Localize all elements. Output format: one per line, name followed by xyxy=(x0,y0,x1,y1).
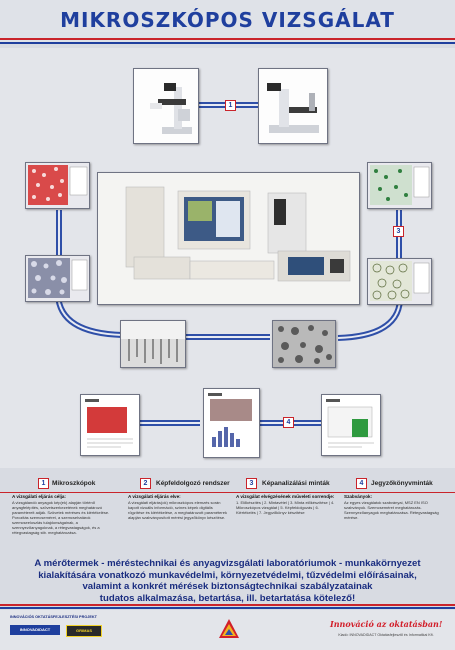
microscope-photo-2 xyxy=(258,68,328,144)
report-sample-1 xyxy=(80,394,140,456)
legend-label-3: Képanalizálási minták xyxy=(262,480,330,487)
info-divider xyxy=(0,492,455,493)
info-standards: Szabványok: Az egyes vizsgálatok szabván… xyxy=(344,494,439,520)
report-sample-2 xyxy=(203,388,260,458)
publisher-address: Kiadó: INNOVADIDACT Oktatásfejlesztő és … xyxy=(338,633,434,637)
project-label: INNOVÁCIÓS OKTATÁSFEJLESZTÉSI PROJEKT xyxy=(10,615,97,619)
step-badge-4: 4 xyxy=(283,417,294,428)
microscope-photo-1 xyxy=(133,68,199,144)
connector-bottom-left xyxy=(55,295,123,338)
legend-label-1: Mikroszkópok xyxy=(52,480,96,487)
image-processing-system-photo xyxy=(97,172,360,305)
safety-message: A mérőtermek - méréstechnikai és anyagvi… xyxy=(34,558,421,604)
info-principle: A vizsgálati eljárás elve: A vizsgálati … xyxy=(128,494,227,520)
title-bar xyxy=(0,0,455,42)
top-stripe-red xyxy=(0,38,455,40)
analysis-screen-green xyxy=(367,162,432,209)
sample-micrograph-1 xyxy=(120,320,186,368)
step-badge-1: 1 xyxy=(225,100,236,111)
legend-badge-4: 4 xyxy=(356,478,367,489)
grimas-logo: GRIMAS xyxy=(66,625,102,637)
step-badge-3: 3 xyxy=(393,226,404,237)
analysis-screen-grain xyxy=(25,255,90,302)
legend-label-2: Képfeldolgozó rendszer xyxy=(156,480,230,487)
legend-badge-1: 1 xyxy=(38,478,49,489)
legend-badge-2: 2 xyxy=(140,478,151,489)
bottom-stripe-red xyxy=(0,604,455,606)
triangle-logo-icon xyxy=(219,619,239,638)
slogan: Innováció az oktatásban! xyxy=(330,619,443,629)
innovadidact-logo: INNOVADIDACT xyxy=(10,625,60,635)
connector-bottom-right xyxy=(337,300,403,341)
bottom-stripe-blue xyxy=(0,607,455,609)
report-sample-3 xyxy=(321,394,381,456)
sample-micrograph-2 xyxy=(272,320,336,368)
info-steps: A vizsgálat elvégzésének műveleti sorren… xyxy=(236,494,335,515)
legend-label-4: Jegyzőkönyvminták xyxy=(371,480,433,487)
legend-badge-3: 3 xyxy=(246,478,257,489)
info-goal: A vizsgálati eljárás célja: A vizsgáland… xyxy=(12,494,110,535)
top-stripe-blue xyxy=(0,42,455,44)
page-title: MIKROSZKÓPOS VIZSGÁLAT xyxy=(60,8,395,32)
analysis-screen-cells xyxy=(367,258,432,305)
analysis-screen-red xyxy=(25,162,90,209)
